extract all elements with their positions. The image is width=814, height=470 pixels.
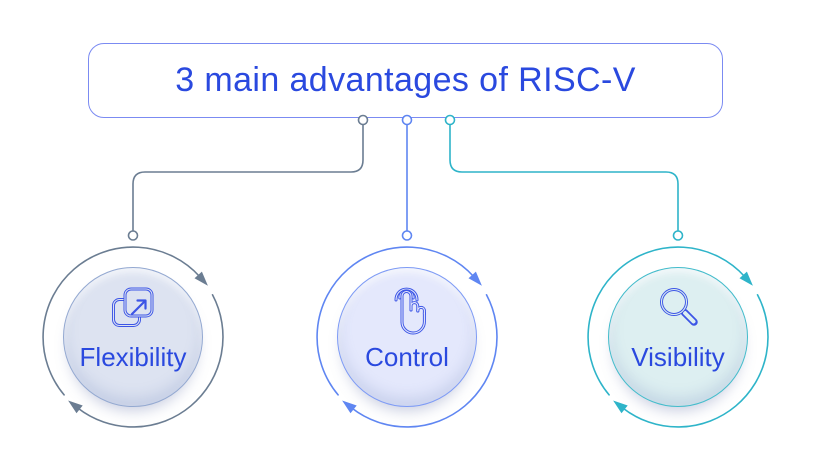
connector-dot <box>444 114 456 126</box>
expand-squares-icon <box>107 279 159 337</box>
advantage-card-flexibility: Flexibility <box>39 243 227 431</box>
magnifier-icon <box>653 279 703 337</box>
arrowhead-icon <box>342 400 357 414</box>
advantage-card-control: Control <box>313 243 501 431</box>
control-disc: Control <box>337 267 477 407</box>
arrowhead-icon <box>194 271 208 286</box>
flexibility-disc: Flexibility <box>63 267 203 407</box>
connector-dot <box>672 230 684 241</box>
connector-flexibility <box>132 124 364 231</box>
connector-dot <box>127 230 139 241</box>
connector-visibility <box>449 124 679 231</box>
connector-dot <box>357 114 369 126</box>
page-title: 3 main advantages of RISC-V <box>175 61 636 99</box>
advantage-card-visibility: Visibility <box>584 243 772 431</box>
arrowhead-icon <box>613 400 628 414</box>
card-label: Flexibility <box>79 342 187 372</box>
rotating-arrows-ring <box>42 246 224 428</box>
connector-dot <box>401 114 413 126</box>
rotating-arrows-ring <box>316 246 498 428</box>
arrowhead-icon <box>468 271 482 286</box>
tap-hand-icon <box>387 279 427 337</box>
visibility-disc: Visibility <box>608 267 748 407</box>
connector-dot <box>401 230 413 241</box>
title-box: 3 main advantages of RISC-V <box>88 43 723 118</box>
arrowhead-icon <box>68 400 83 414</box>
card-label: Visibility <box>631 342 725 372</box>
rotating-arrows-ring <box>587 246 769 428</box>
arrowhead-icon <box>739 271 753 286</box>
card-label: Control <box>365 342 449 372</box>
